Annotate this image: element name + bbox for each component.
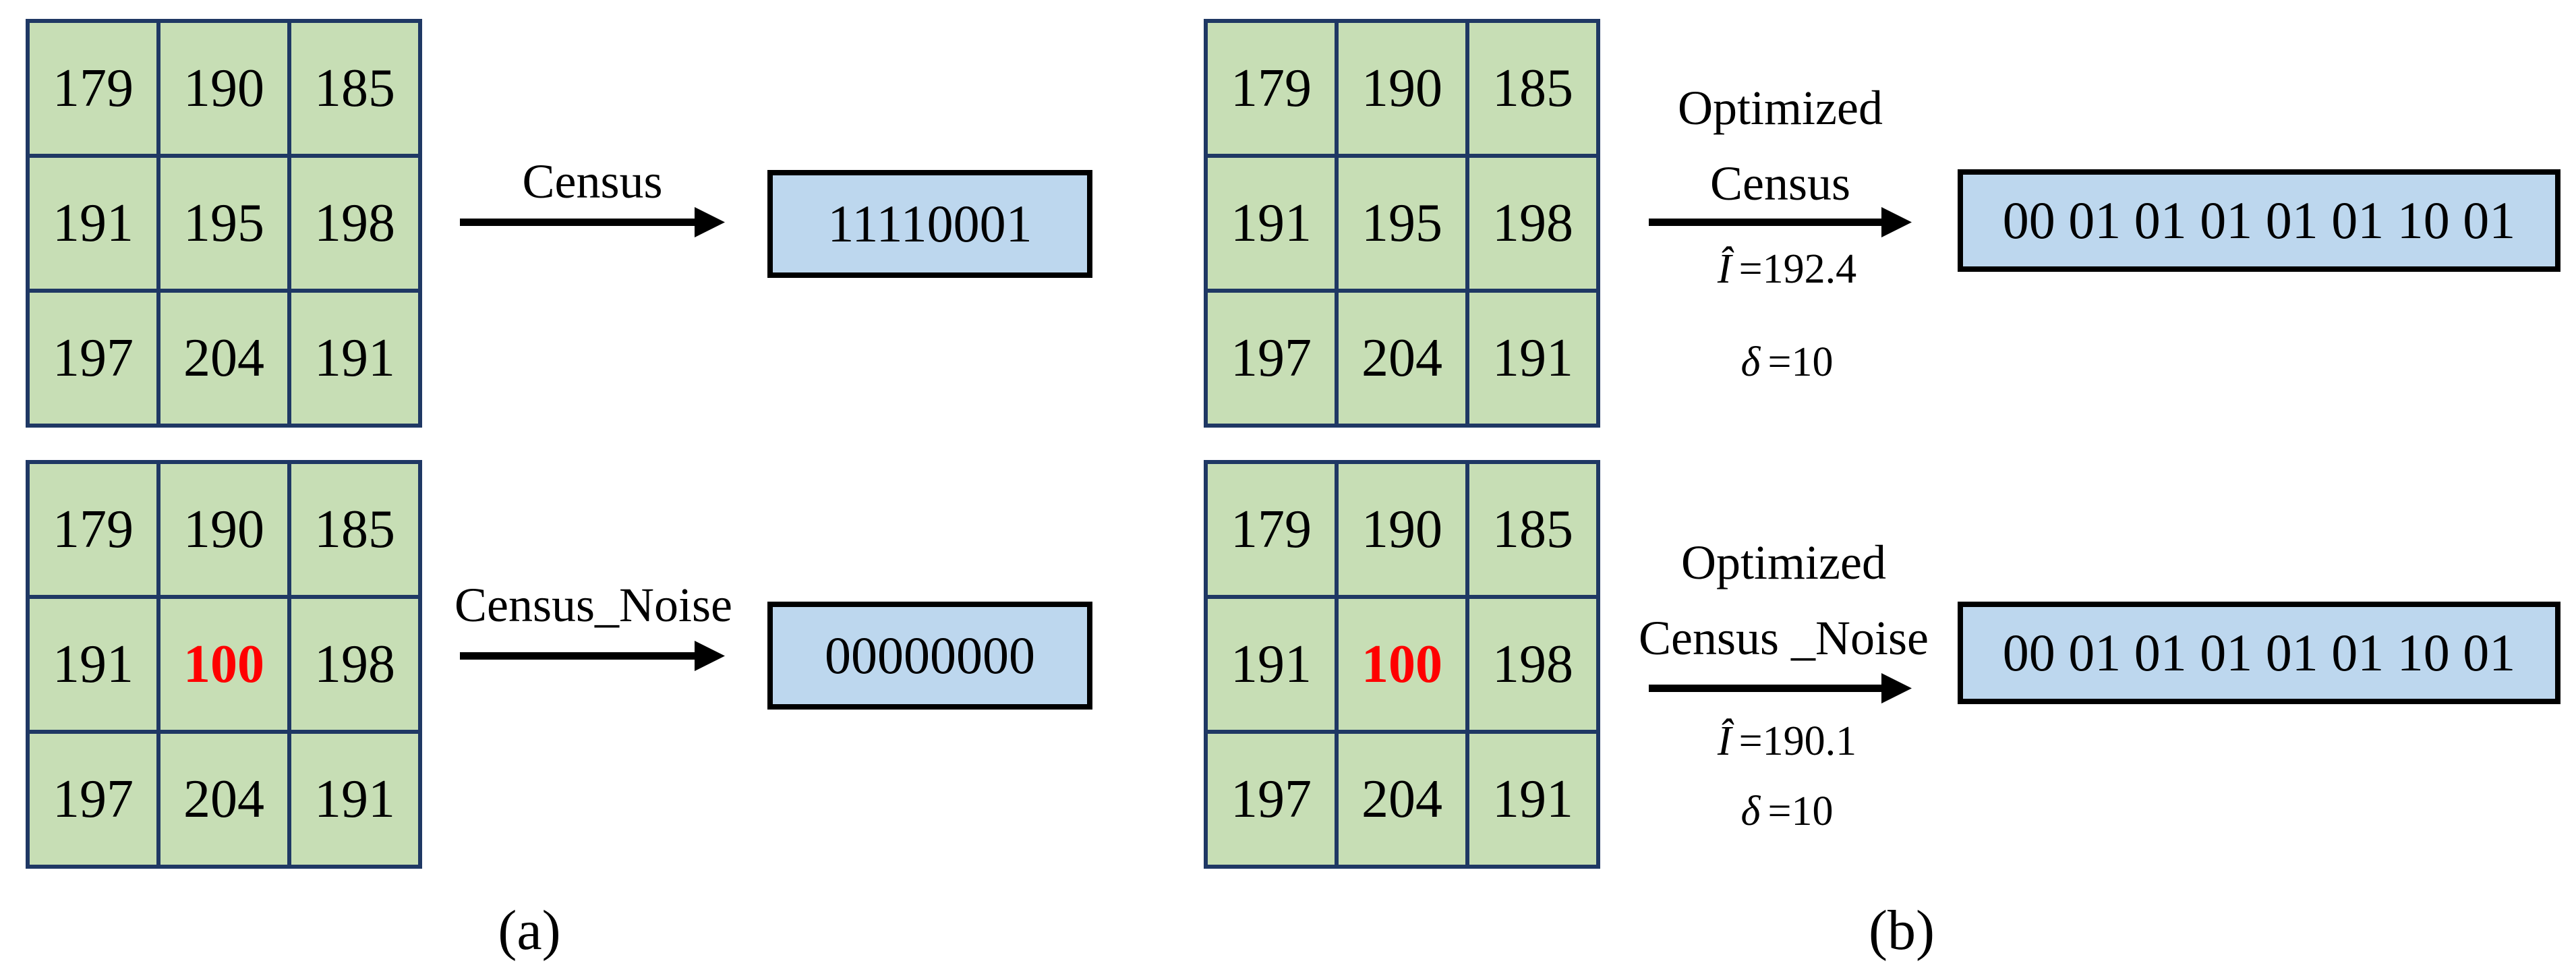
mean-intensity-formula: Î=190.1 <box>1652 716 1922 766</box>
arrow-label-line1: Optimized <box>1681 536 1886 589</box>
mean-intensity-formula: Î=192.4 <box>1652 244 1922 294</box>
matrix-cell: 191 <box>1469 734 1596 865</box>
matrix-cell: 204 <box>1339 734 1465 865</box>
pixel-matrix-b-top: 179 190 185 191 195 198 197 204 191 <box>1204 19 1600 428</box>
matrix-cell: 191 <box>1469 293 1596 424</box>
arrow-right-icon <box>460 207 725 237</box>
caption-a: (a) <box>498 899 561 962</box>
optimized-census-code-box: 00 01 01 01 01 01 10 01 <box>1958 169 2560 272</box>
i-hat-symbol: Î <box>1717 246 1732 292</box>
arrow-right-icon <box>460 641 725 671</box>
matrix-cell: 191 <box>1208 158 1335 289</box>
arrow-label-line1: Optimized <box>1678 81 1883 135</box>
matrix-cell: 185 <box>291 23 418 154</box>
matrix-cell-noise: 100 <box>160 599 287 730</box>
census-arrow-label: Census <box>522 154 663 208</box>
matrix-cell: 179 <box>1208 23 1335 154</box>
arrow-right-icon <box>1649 207 1912 237</box>
threshold-formula: δ=10 <box>1652 337 1922 387</box>
caption-b: (b) <box>1869 899 1935 962</box>
census-noise-code-box: 00000000 <box>767 602 1092 710</box>
matrix-cell: 198 <box>291 599 418 730</box>
matrix-cell: 190 <box>1339 464 1465 595</box>
matrix-cell: 197 <box>30 734 156 865</box>
arrow-label-line2: Census <box>1709 156 1851 210</box>
optimized-census-noise-code-box: 00 01 01 01 01 01 10 01 <box>1958 602 2560 704</box>
matrix-cell: 179 <box>30 23 156 154</box>
matrix-cell-center: 195 <box>1339 158 1465 289</box>
matrix-cell: 204 <box>1339 293 1465 424</box>
optimized-census-arrow-label: Optimized Census <box>1645 70 1915 221</box>
matrix-cell: 204 <box>160 293 287 424</box>
matrix-cell: 191 <box>30 158 156 289</box>
matrix-cell: 198 <box>1469 599 1596 730</box>
matrix-cell: 191 <box>1208 599 1335 730</box>
optimized-census-noise-arrow-label: Optimized Census _Noise <box>1618 525 1949 676</box>
matrix-cell: 198 <box>291 158 418 289</box>
matrix-cell: 185 <box>291 464 418 595</box>
matrix-cell-center: 195 <box>160 158 287 289</box>
matrix-cell: 185 <box>1469 464 1596 595</box>
delta-symbol: δ <box>1740 788 1761 834</box>
matrix-cell: 191 <box>291 734 418 865</box>
matrix-cell: 204 <box>160 734 287 865</box>
arrow-right-icon <box>1649 673 1912 703</box>
matrix-cell-noise: 100 <box>1339 599 1465 730</box>
delta-value: =10 <box>1767 339 1834 385</box>
matrix-cell: 190 <box>160 464 287 595</box>
arrow-label-line2: Census _Noise <box>1639 611 1929 665</box>
matrix-cell: 197 <box>1208 734 1335 865</box>
matrix-cell: 191 <box>30 599 156 730</box>
pixel-matrix-a-noise: 179 190 185 191 100 198 197 204 191 <box>26 460 422 869</box>
matrix-cell: 198 <box>1469 158 1596 289</box>
matrix-cell: 190 <box>160 23 287 154</box>
pixel-matrix-a-top: 179 190 185 191 195 198 197 204 191 <box>26 19 422 428</box>
matrix-cell: 197 <box>30 293 156 424</box>
delta-value: =10 <box>1767 788 1834 834</box>
census-code-box: 11110001 <box>767 170 1092 278</box>
i-hat-symbol: Î <box>1717 718 1732 764</box>
matrix-cell: 179 <box>1208 464 1335 595</box>
mean-value: =192.4 <box>1738 246 1857 292</box>
matrix-cell: 179 <box>30 464 156 595</box>
census-noise-arrow-label: Census_Noise <box>455 578 732 632</box>
matrix-cell: 197 <box>1208 293 1335 424</box>
mean-value: =190.1 <box>1738 718 1857 764</box>
threshold-formula: δ=10 <box>1652 786 1922 836</box>
matrix-cell: 190 <box>1339 23 1465 154</box>
pixel-matrix-b-noise: 179 190 185 191 100 198 197 204 191 <box>1204 460 1600 869</box>
matrix-cell: 191 <box>291 293 418 424</box>
delta-symbol: δ <box>1740 339 1761 385</box>
matrix-cell: 185 <box>1469 23 1596 154</box>
